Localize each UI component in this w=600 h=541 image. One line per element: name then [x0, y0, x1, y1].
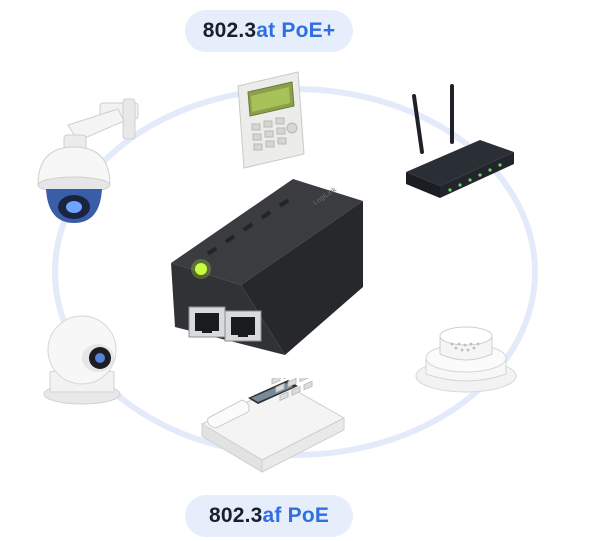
wifi-router-icon: [406, 84, 514, 198]
power-led-icon: [195, 263, 207, 275]
ethernet-port-data-icon: [188, 306, 226, 338]
keypad-terminal-icon: [237, 71, 305, 169]
ceiling-access-point-icon: [415, 326, 517, 393]
voip-phone-icon: [200, 378, 346, 473]
ptz-camera-icon: [37, 98, 139, 223]
ethernet-port-poe-icon: [224, 310, 262, 342]
badge-top-number: 802.3: [202, 19, 257, 42]
badge-bottom-standard: af PoE: [262, 504, 330, 527]
poe-injector-icon: LogiLink: [171, 179, 363, 355]
badge-top-standard: at PoE+: [256, 19, 336, 42]
dome-camera-icon: [43, 315, 121, 405]
badge-bottom-number: 802.3: [208, 504, 263, 527]
